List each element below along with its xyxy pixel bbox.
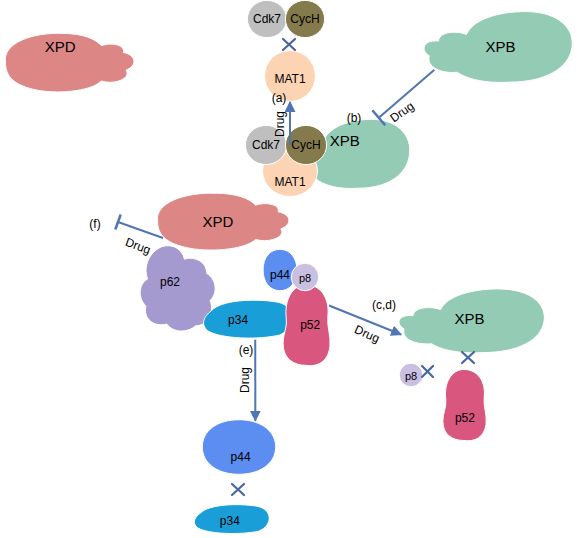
subunit-name: p44 bbox=[270, 269, 290, 281]
subunit-name: CycH bbox=[290, 13, 319, 25]
subunit-shape bbox=[288, 119, 409, 188]
annotation-label: (c,d) bbox=[372, 299, 396, 311]
subunit-outline bbox=[202, 298, 297, 340]
protein-subunit: p8 bbox=[399, 363, 423, 387]
subunit-name: p34 bbox=[220, 515, 240, 527]
subunit-outline bbox=[200, 418, 278, 476]
subunit-shape bbox=[5, 33, 134, 92]
protein-subunit: p8 bbox=[291, 263, 319, 291]
protein-subunit: Cdk7 bbox=[247, 0, 287, 38]
protein-subunit: p44 bbox=[200, 418, 278, 476]
annotation-label: (e) bbox=[239, 344, 254, 356]
subunit-shape bbox=[283, 285, 330, 366]
protein-subunit: XPD bbox=[152, 188, 292, 254]
subunit-name: p34 bbox=[228, 314, 248, 326]
edge-label: Drug bbox=[239, 367, 251, 393]
subunit-shape bbox=[194, 505, 269, 534]
annotation-label: (f) bbox=[89, 218, 100, 230]
subunit-name: p8 bbox=[405, 371, 417, 382]
subunit-outline bbox=[440, 368, 488, 442]
subunit-shape bbox=[285, 125, 326, 164]
dissociation-crosses bbox=[232, 39, 474, 495]
inhibition-symbol bbox=[115, 215, 163, 239]
subunit-shape bbox=[157, 193, 288, 250]
protein-subunit: p52 bbox=[280, 283, 332, 367]
subunit-name: XPB bbox=[454, 310, 484, 325]
inhibition-bar bbox=[115, 215, 120, 230]
protein-subunit: XPD bbox=[0, 28, 137, 96]
annotation-label: (a) bbox=[272, 92, 287, 104]
subunit-name: XPB bbox=[330, 133, 360, 148]
subunit-name: XPB bbox=[486, 39, 516, 54]
annotation-label: Drug bbox=[124, 236, 153, 256]
protein-subunit: p52 bbox=[440, 368, 488, 442]
protein-subunit: CycH bbox=[285, 0, 325, 38]
subunit-shape bbox=[140, 246, 215, 331]
drug-effect-arrow bbox=[254, 340, 256, 421]
subunit-name: p52 bbox=[455, 412, 475, 424]
edge-label: Drug bbox=[274, 110, 286, 136]
subunit-name: p44 bbox=[231, 451, 251, 463]
subunit-name: MAT1 bbox=[274, 73, 305, 85]
subunit-shape bbox=[263, 146, 318, 197]
subunit-name: CycH bbox=[291, 139, 320, 151]
protein-subunit: XPB bbox=[395, 283, 547, 357]
subunit-name: p8 bbox=[299, 273, 311, 284]
annotation-label: (b) bbox=[347, 112, 362, 124]
protein-subunit: p34 bbox=[193, 503, 273, 535]
subunit-shape bbox=[443, 369, 486, 440]
subunit-shape bbox=[263, 249, 297, 290]
subunit-shape bbox=[202, 420, 275, 475]
cross-mark bbox=[283, 39, 295, 50]
subunit-name: p52 bbox=[300, 319, 320, 331]
cross-mark bbox=[462, 352, 474, 363]
protein-subunit: p34 bbox=[202, 298, 297, 340]
subunit-shape bbox=[285, 0, 324, 37]
subunit-shape bbox=[247, 0, 286, 37]
subunit-name: XPD bbox=[45, 39, 76, 54]
subunit-shape bbox=[204, 300, 293, 338]
inhibition-line bbox=[118, 222, 163, 238]
subunit-shape bbox=[291, 263, 318, 290]
subunit-name: Cdk7 bbox=[253, 13, 281, 25]
edge-label: Drug bbox=[388, 99, 416, 124]
subunit-name: p62 bbox=[160, 276, 180, 288]
subunit-name: XPD bbox=[202, 214, 233, 229]
subunit-shape bbox=[424, 12, 572, 83]
subunit-name: MAT1 bbox=[274, 176, 305, 188]
subunit-name: Cdk7 bbox=[252, 139, 280, 151]
cross-mark bbox=[232, 484, 244, 495]
cross-mark bbox=[422, 366, 433, 377]
subunit-shape bbox=[399, 289, 544, 353]
protein-subunit: XPB bbox=[420, 5, 575, 87]
edge-label: Drug bbox=[353, 323, 382, 345]
protein-subunit: CycH bbox=[285, 125, 327, 165]
subunit-shape bbox=[399, 363, 423, 387]
